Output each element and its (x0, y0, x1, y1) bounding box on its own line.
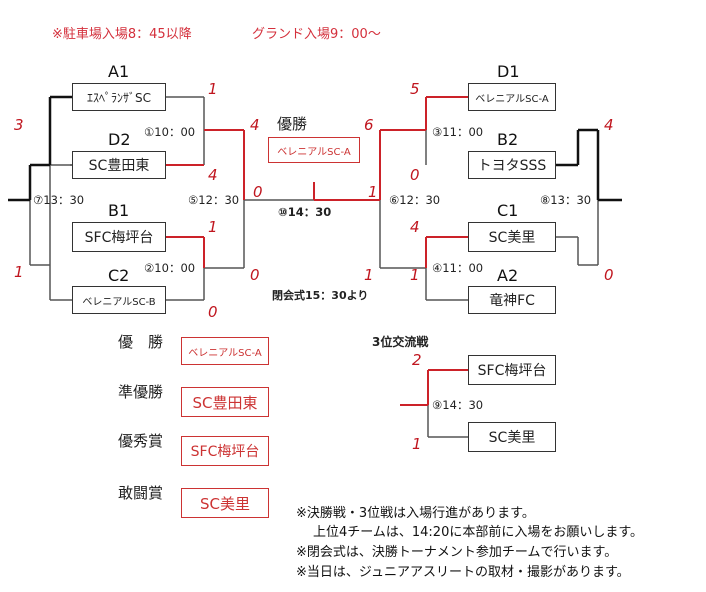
award-team-fighting-spirit: SC美里 (181, 488, 269, 518)
note-line-4: ※当日は、ジュニアアスリートの取材・撮影があります。 (296, 565, 630, 580)
seed-d2: D2 (108, 130, 131, 149)
award-team-runner-up: SC豊田東 (181, 387, 269, 417)
score-s7-top: 3 (14, 116, 24, 134)
score-b1: 1 (208, 218, 218, 236)
seed-c1: C1 (497, 201, 519, 220)
award-label-champion: 優 勝 (118, 333, 164, 351)
match-time-3: ③11：00 (432, 125, 484, 139)
score-s6-top: 6 (364, 116, 374, 134)
score-d2: 4 (208, 166, 218, 184)
seed-a2: A2 (497, 266, 519, 285)
award-team-champion: ベレニアルSC-A (181, 337, 269, 365)
match-time-8: ⑧13：30 (540, 193, 592, 207)
third-place-team-top: SFC梅坪台 (468, 355, 556, 385)
score-s5-top: 4 (250, 116, 260, 134)
score-final-left: 0 (253, 183, 263, 201)
ground-notice: グランド入場9：00～ (252, 27, 381, 42)
score-s5-bottom: 0 (250, 266, 260, 284)
score-d1: 5 (410, 80, 420, 98)
match-time-4: ④11：00 (432, 261, 484, 275)
seed-c2: C2 (108, 266, 130, 285)
third-place-score-top: 2 (412, 351, 422, 369)
score-c1: 4 (410, 218, 420, 236)
match-time-7: ⑦13：30 (33, 193, 85, 207)
note-line-3: ※閉会式は、決勝トーナメント参加チームで行います。 (296, 545, 618, 560)
score-s8-bottom: 0 (604, 266, 614, 284)
team-box-b1: SFC梅坪台 (72, 222, 166, 252)
score-s8-top: 4 (604, 116, 614, 134)
score-a2: 1 (410, 266, 420, 284)
score-a1: 1 (208, 80, 218, 98)
third-place-score-bottom: 1 (412, 435, 422, 453)
match-time-6: ⑥12：30 (389, 193, 441, 207)
score-final-right: 1 (368, 183, 378, 201)
score-s7-bottom: 1 (14, 263, 24, 281)
score-s6-bottom: 1 (364, 266, 374, 284)
match-time-10: ⑩14：30 (278, 205, 332, 219)
team-box-a1: ｴｽﾍﾟﾗﾝｻﾞSC (72, 83, 166, 111)
closing-ceremony: 閉会式15：30より (272, 289, 369, 302)
note-line-2: 上位4チームは、14:20に本部前に入場をお願いします。 (313, 525, 644, 540)
team-box-c2: ベレニアルSC-B (72, 286, 166, 314)
team-box-a2: 竜神FC (468, 286, 556, 314)
match-time-1: ①10：00 (144, 125, 196, 139)
third-place-title: 3位交流戦 (372, 335, 429, 349)
seed-d1: D1 (497, 62, 520, 81)
match-time-9: ⑨14：30 (432, 398, 484, 412)
award-label-excellence: 優秀賞 (118, 432, 164, 450)
team-box-b2: トヨタSSS (468, 151, 556, 179)
parking-notice: ※駐車場入場8：45以降 (52, 27, 192, 42)
seed-a1: A1 (108, 62, 130, 81)
team-box-d1: ベレニアルSC-A (468, 83, 556, 111)
seed-b1: B1 (108, 201, 130, 220)
third-place-team-bottom: SC美里 (468, 422, 556, 452)
champion-label: 優勝 (277, 115, 308, 133)
match-time-5: ⑤12：30 (188, 193, 240, 207)
note-line-1: ※決勝戦・3位戦は入場行進があります。 (296, 506, 535, 521)
award-label-runner-up: 準優勝 (118, 383, 164, 401)
award-team-excellence: SFC梅坪台 (181, 436, 269, 466)
team-box-c1: SC美里 (468, 222, 556, 252)
award-label-fighting-spirit: 敢闘賞 (118, 484, 164, 502)
score-b2: 0 (410, 166, 420, 184)
team-box-d2: SC豊田東 (72, 151, 166, 179)
seed-b2: B2 (497, 130, 519, 149)
score-c2: 0 (208, 303, 218, 321)
champion-box: ベレニアルSC-A (268, 137, 360, 163)
match-time-2: ②10：00 (144, 261, 196, 275)
